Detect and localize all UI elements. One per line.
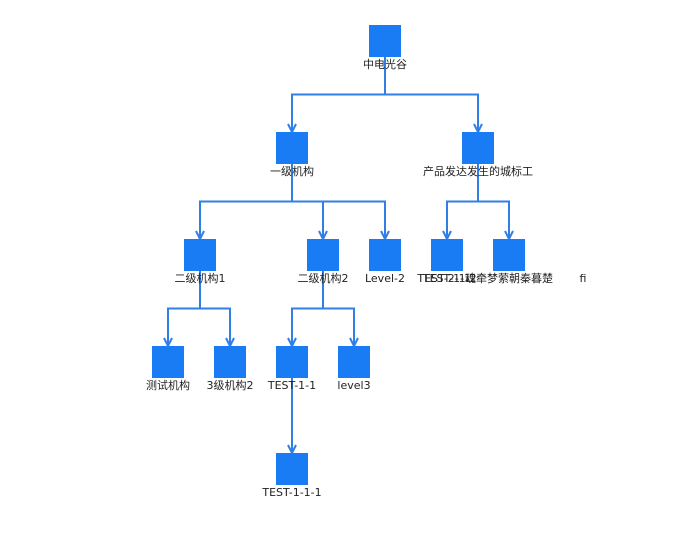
tree-node-n4[interactable]: 二级机构2 <box>298 239 349 285</box>
tree-node-n10[interactable]: 测试机构 <box>146 346 190 392</box>
node-square[interactable] <box>462 132 494 164</box>
tree-node-n1[interactable]: 一级机构 <box>270 132 314 178</box>
node-square[interactable] <box>307 239 339 271</box>
node-label: TEST-2-1-2 <box>416 272 476 285</box>
node-label: 一级机构 <box>270 164 314 178</box>
tree-node-n2[interactable]: 产品发达发生的城标工 <box>423 132 533 178</box>
tree-node-n7[interactable]: TEST-2-1-2 <box>416 272 476 285</box>
tree-node-n13[interactable]: level3 <box>337 346 371 392</box>
tree-node-n12[interactable]: TEST-1-1 <box>267 346 316 392</box>
node-label: 中电光谷 <box>363 57 407 71</box>
node-square[interactable] <box>369 25 401 57</box>
node-label: 测试机构 <box>146 378 190 392</box>
node-label: TEST-1-1-1 <box>261 486 321 499</box>
tree-node-n9[interactable]: fi <box>580 272 587 285</box>
tree-node-n3[interactable]: 二级机构1 <box>175 239 226 285</box>
node-square[interactable] <box>338 346 370 378</box>
node-square[interactable] <box>276 346 308 378</box>
edge-n3-n11 <box>199 271 230 345</box>
node-label: TEST-1-1 <box>267 379 316 392</box>
node-label: 二级机构2 <box>298 271 349 285</box>
tree-node-n14[interactable]: TEST-1-1-1 <box>261 453 322 499</box>
node-square[interactable] <box>152 346 184 378</box>
node-label: TEST-1-1 <box>422 272 471 285</box>
edge-n4-n13 <box>322 271 354 345</box>
tree-node-n8[interactable]: 魂牵梦萦朝秦暮楚 <box>465 239 553 285</box>
node-square[interactable] <box>431 239 463 271</box>
node-label: 产品发达发生的城标工 <box>423 164 533 178</box>
node-label: 二级机构1 <box>175 271 226 285</box>
node-square[interactable] <box>276 453 308 485</box>
node-square[interactable] <box>493 239 525 271</box>
tree-node-n5[interactable]: Level-2 <box>365 239 405 285</box>
node-label: 3级机构2 <box>207 378 254 392</box>
node-square[interactable] <box>276 132 308 164</box>
node-square[interactable] <box>184 239 216 271</box>
node-label: 魂牵梦萦朝秦暮楚 <box>465 271 553 285</box>
edge-n2-n8 <box>477 164 509 238</box>
tree-node-n11[interactable]: 3级机构2 <box>207 346 254 392</box>
node-label: fi <box>580 272 587 285</box>
node-square[interactable] <box>369 239 401 271</box>
node-label: Level-2 <box>365 272 405 285</box>
edge-layer <box>168 57 509 452</box>
tree-node-n6[interactable]: TEST-1-1 <box>422 239 471 285</box>
node-label: level3 <box>337 379 370 392</box>
tree-node-n0[interactable]: 中电光谷 <box>363 25 407 71</box>
edge-n1-n5 <box>291 164 385 238</box>
node-square[interactable] <box>214 346 246 378</box>
edge-n0-n2 <box>384 57 478 131</box>
